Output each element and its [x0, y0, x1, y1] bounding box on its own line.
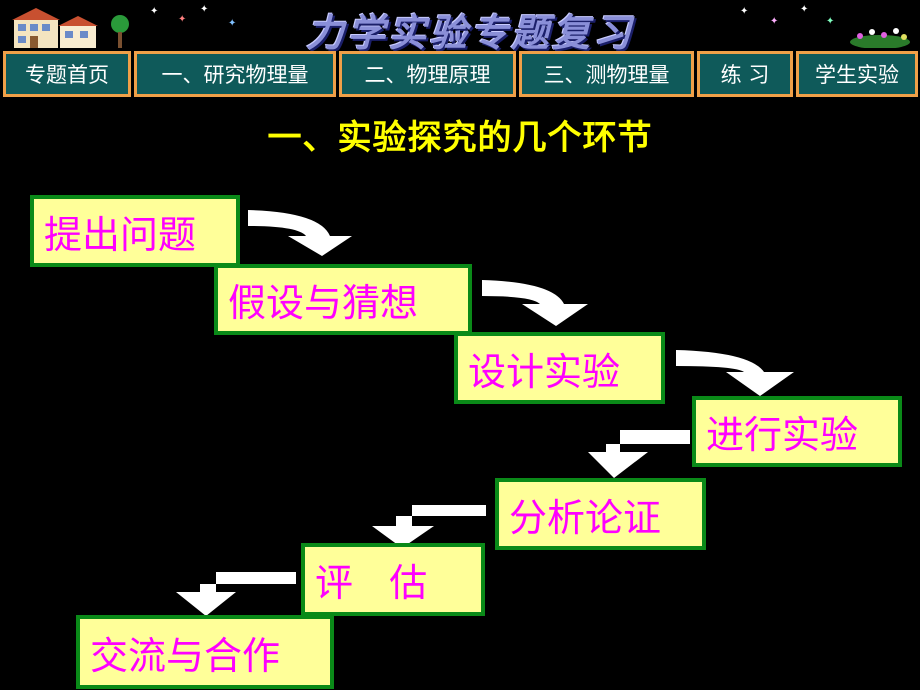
nav-practice[interactable]: 练 习: [697, 51, 793, 97]
nav-measure-quantities[interactable]: 三、测物理量: [519, 51, 694, 97]
nav-home[interactable]: 专题首页: [3, 51, 131, 97]
star-icon: ✦: [150, 6, 159, 17]
star-icon: ✦: [178, 14, 187, 25]
page-title: 一、实验探究的几个环节: [267, 118, 653, 158]
house-icon: [12, 8, 98, 48]
star-icon: ✦: [800, 4, 809, 15]
arrow-left-down-icon: [176, 572, 296, 616]
star-icon: ✦: [826, 16, 835, 27]
arrow-left-down-icon: [588, 430, 690, 478]
step-raise-question: 提出问题: [30, 195, 240, 267]
banner-title: 力学实验专题复习: [305, 11, 634, 55]
tree-icon: [111, 15, 129, 48]
arrow-left-down-icon: [372, 505, 486, 548]
step-communication: 交流与合作: [76, 615, 334, 689]
nav-research-quantities[interactable]: 一、研究物理量: [134, 51, 336, 97]
flowers-icon: [850, 28, 910, 48]
arrow-right-down-icon: [676, 350, 794, 396]
star-icon: ✦: [770, 16, 779, 27]
step-conduct-experiment: 进行实验: [692, 396, 902, 467]
arrow-right-down-icon: [248, 210, 352, 256]
step-evaluation: 评 估: [301, 543, 485, 616]
banner: ✦ ✦ ✦ ✦ ✦ ✦ ✦ ✦ 力学实验专题复习: [0, 0, 920, 55]
step-design-experiment: 设计实验: [454, 332, 665, 404]
step-hypothesis: 假设与猜想: [214, 264, 472, 335]
arrow-right-down-icon: [482, 280, 588, 326]
star-icon: ✦: [200, 4, 209, 15]
star-icon: ✦: [228, 18, 237, 29]
step-analysis: 分析论证: [495, 478, 706, 550]
nav-student-experiments[interactable]: 学生实验: [796, 51, 918, 97]
star-icon: ✦: [740, 6, 749, 17]
nav-physics-principles[interactable]: 二、物理原理: [339, 51, 516, 97]
